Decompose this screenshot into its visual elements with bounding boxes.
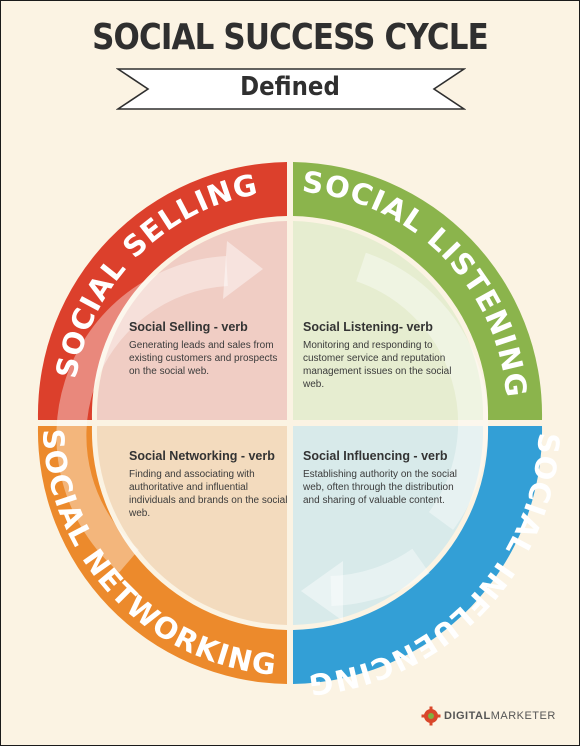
cycle-arrowheads: [223, 241, 343, 621]
gear-icon: [421, 706, 441, 726]
ring-segment-listening: [293, 162, 543, 420]
definition-networking: Social Networking - verb Finding and ass…: [129, 449, 289, 520]
page-subtitle: Defined: [240, 72, 340, 102]
definition-text-selling: Generating leads and sales from existing…: [129, 340, 278, 377]
definition-text-listening: Monitoring and responding to customer se…: [303, 340, 452, 390]
inner-quadrant-listening: [293, 221, 484, 420]
subtitle-ribbon: [116, 68, 466, 110]
term-selling: Social Selling - verb: [129, 320, 248, 334]
logo-wordmark: DIGITALMARKETER: [444, 710, 556, 722]
digitalmarketer-logo: DIGITALMARKETER: [421, 706, 556, 726]
term-influencing: Social Influencing - verb: [303, 449, 448, 463]
logo-text-regular: MARKETER: [490, 710, 556, 722]
inner-quadrant-networking: [96, 426, 287, 625]
definition-selling: Social Selling - verb Generating leads a…: [129, 320, 289, 378]
page-title: SOCIAL SUCCESS CYCLE: [92, 17, 489, 58]
definition-text-networking: Finding and associating with authoritati…: [129, 469, 288, 519]
term-listening: Social Listening- verb: [303, 320, 433, 334]
logo-text-bold: DIGITAL: [444, 710, 491, 722]
cycle-arrow-graphic: [56, 252, 489, 606]
term-networking: Social Networking - verb: [129, 449, 275, 463]
definition-influencing: Social Influencing - verb Establishing a…: [303, 449, 463, 507]
ring-segment-selling: [37, 162, 287, 420]
inner-quadrant-influencing: [293, 426, 484, 625]
ring-segment-influencing: [293, 426, 543, 684]
inner-quadrant-selling: [96, 221, 287, 420]
ring-segment-networking: [37, 426, 288, 684]
definition-listening: Social Listening- verb Monitoring and re…: [303, 320, 463, 391]
definition-text-influencing: Establishing authority on the social web…: [303, 469, 457, 506]
